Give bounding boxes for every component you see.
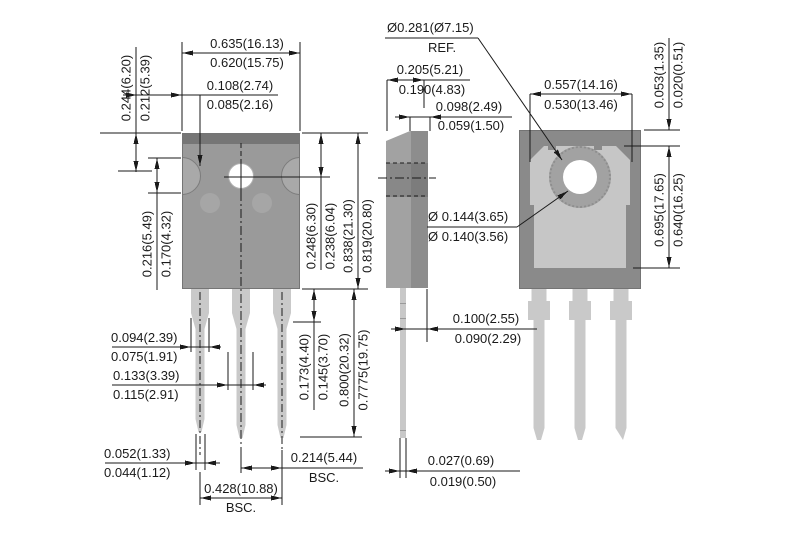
dim-side-top-thickness-max: 0.098(2.49)	[435, 99, 503, 114]
dim-front-hole-offset-right: 0.248(6.30) 0.238(6.04)	[303, 202, 338, 270]
front-pin-mark-left	[200, 193, 220, 213]
dim-tab-width-max: 0.557(14.16)	[544, 77, 618, 92]
dim-side-lead-thickness-min: 0.019(0.50)	[429, 474, 497, 489]
dim-center-lead-width-min: 0.115(2.91)	[113, 387, 179, 402]
dim-hole-diameter-min: Ø 0.140(3.56)	[428, 229, 509, 244]
front-pin-mark-right	[252, 193, 272, 213]
back-lead-right	[610, 289, 632, 440]
dim-front-shoulder-length: 0.173(4.40) 0.145(3.70)	[296, 333, 331, 401]
back-mounting-hole	[563, 160, 597, 194]
dim-side-body-thickness-min: 0.190(4.83)	[398, 82, 466, 97]
dim-lead-tip-width-max: 0.052(1.33)	[104, 446, 171, 461]
dim-outer-lead-span: 0.428(10.88)	[204, 481, 278, 496]
dim-side-lead-setback-max: 0.100(2.55)	[452, 311, 520, 326]
dim-front-notch-offset-max: 0.108(2.74)	[206, 78, 274, 93]
front-top-strip	[183, 134, 299, 144]
back-tab-notch	[548, 146, 556, 150]
dim-front-body-height: 0.838(21.30) 0.819(20.80)	[340, 199, 375, 273]
back-view-body	[519, 130, 641, 289]
side-lead	[400, 288, 406, 438]
dim-side-top-thickness-min: 0.059(1.50)	[437, 118, 505, 133]
side-boss-band	[386, 163, 428, 197]
back-tab-notch	[594, 146, 602, 150]
dim-tab-width-min: 0.530(13.46)	[544, 97, 618, 112]
back-lead-middle	[569, 289, 591, 440]
side-lead-tick	[400, 318, 406, 319]
side-lead-tick	[400, 430, 406, 431]
dim-tab-height: 0.695(17.65) 0.640(16.25)	[651, 173, 686, 247]
dim-front-notch-offset-min: 0.085(2.16)	[206, 97, 274, 112]
dim-center-lead-width-max: 0.133(3.39)	[113, 368, 180, 383]
dim-outer-lead-span-note: BSC.	[225, 500, 257, 515]
dim-lead-pitch-note: BSC.	[308, 470, 340, 485]
back-metal-tab	[530, 146, 630, 268]
dim-lead-pitch: 0.214(5.44)	[290, 450, 358, 465]
side-back-face	[411, 131, 428, 288]
dim-hole-diameter-max: Ø 0.144(3.65)	[428, 209, 509, 224]
dim-front-body-width-min: 0.620(15.75)	[210, 55, 284, 70]
dim-boss-ref: Ø0.281(Ø7.15)	[387, 20, 474, 35]
dim-front-body-width-max: 0.635(16.13)	[210, 36, 284, 51]
dim-side-lead-thickness-max: 0.027(0.69)	[427, 453, 495, 468]
dim-side-body-thickness-max: 0.205(5.21)	[396, 62, 464, 77]
dim-front-hole-offset-left: 0.244(6.20) 0.212(5.39)	[118, 54, 153, 122]
dim-side-lead-setback-min: 0.090(2.29)	[454, 331, 522, 346]
back-lead-left	[528, 289, 550, 440]
dim-lead-shoulder-width-max: 0.094(2.39)	[111, 330, 178, 345]
dim-tab-top-offset: 0.053(1.35) 0.020(0.51)	[651, 41, 686, 109]
dim-front-lead-length: 0.800(20.32) 0.7775(19.75)	[336, 329, 371, 411]
side-lead-tick	[400, 303, 406, 304]
arrowheads	[126, 50, 672, 501]
dim-front-notch-height: 0.216(5.49) 0.170(4.32)	[139, 210, 174, 278]
dim-lead-tip-width-min: 0.044(1.12)	[104, 465, 171, 480]
dim-lead-shoulder-width-min: 0.075(1.91)	[111, 349, 178, 364]
dim-boss-ref-note: REF.	[428, 40, 457, 55]
side-view-body	[386, 131, 428, 288]
